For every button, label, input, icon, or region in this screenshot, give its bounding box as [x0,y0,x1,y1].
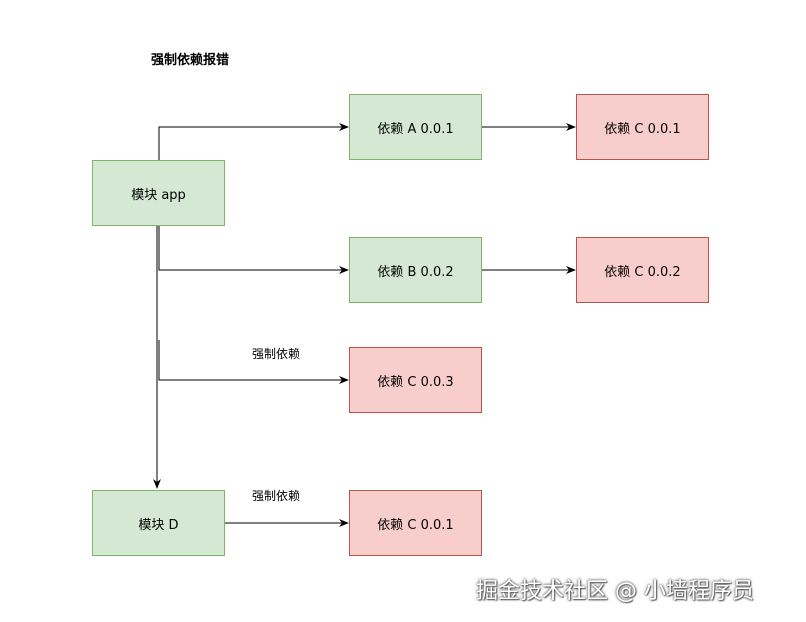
edge-label-forced-d: 强制依赖 [252,489,301,503]
edge-label-forced-app: 强制依赖 [252,347,301,361]
diagram-title: 强制依赖报错 [151,53,230,68]
node-module-app[interactable]: 模块 app [92,160,225,226]
node-module-app-label: 模块 app [131,187,186,203]
node-dep-c-from-b-label: 依赖 C 0.0.2 [604,264,681,280]
node-dep-c-from-b[interactable]: 依赖 C 0.0.2 [576,237,709,303]
edge-app-to-dep-b [158,226,349,274]
node-dep-b[interactable]: 依赖 B 0.0.2 [349,237,482,303]
edge-app-to-dep-a [158,123,349,160]
edge-app-to-forced-dep-c [158,340,349,384]
node-module-d-label: 模块 D [138,517,179,533]
node-dep-a-label: 依赖 A 0.0.1 [377,121,454,137]
node-dep-b-label: 依赖 B 0.0.2 [377,264,454,280]
node-dep-c-forced[interactable]: 依赖 C 0.0.3 [349,347,482,413]
node-dep-c-forced-label: 依赖 C 0.0.3 [377,374,454,390]
node-dep-c-from-a[interactable]: 依赖 C 0.0.1 [576,94,709,160]
node-dep-a[interactable]: 依赖 A 0.0.1 [349,94,482,160]
node-dep-c-from-a-label: 依赖 C 0.0.1 [604,121,681,137]
node-module-d[interactable]: 模块 D [92,490,225,556]
node-dep-c-from-d[interactable]: 依赖 C 0.0.1 [349,490,482,556]
node-dep-c-from-d-label: 依赖 C 0.0.1 [377,517,454,533]
watermark-text: 掘金技术社区 @ 小墙程序员 [476,579,754,604]
